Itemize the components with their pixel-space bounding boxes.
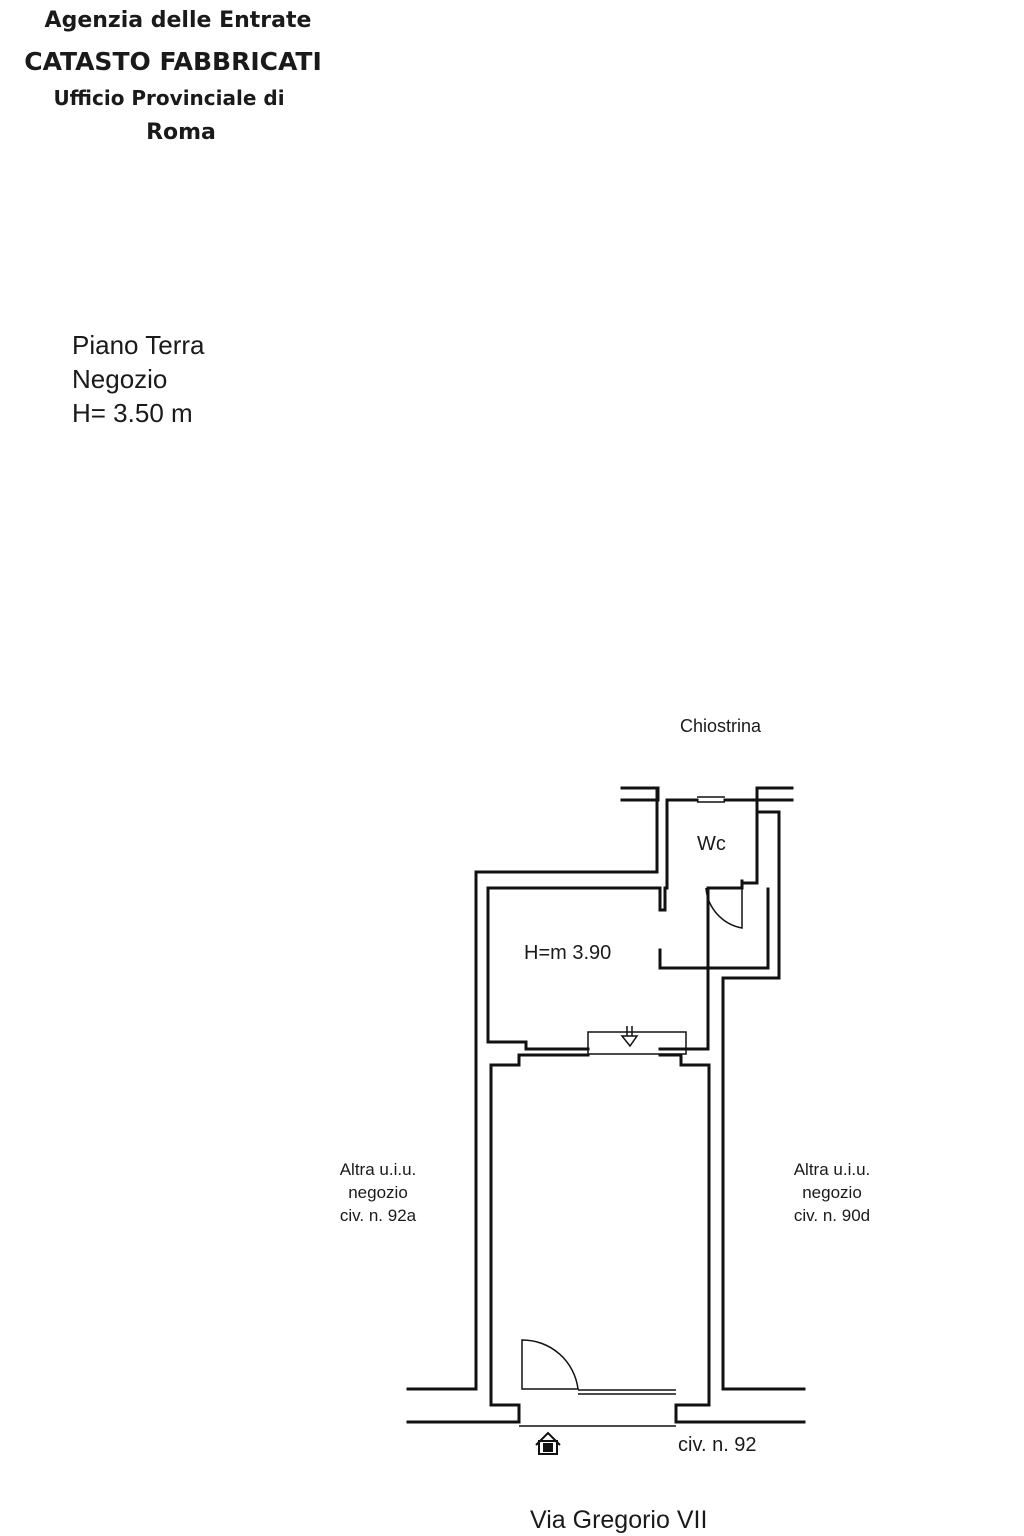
courtyard-wall-right bbox=[755, 786, 794, 802]
back-room-wall bbox=[486, 798, 699, 1051]
outer-wall-right bbox=[721, 786, 806, 1391]
wc-label: Wc bbox=[697, 833, 726, 855]
passage-opening bbox=[587, 1031, 687, 1055]
height-label: H= 3.50 m bbox=[72, 398, 193, 428]
shop-wall-right bbox=[658, 1053, 711, 1424]
right-neighbor-line-2: negozio bbox=[802, 1183, 862, 1202]
courtyard-label: Chiostrina bbox=[680, 716, 762, 736]
use-label: Negozio bbox=[72, 364, 168, 394]
right-neighbor-label: Altra u.i.u. negozio civ. n. 90d bbox=[772, 1158, 892, 1227]
back-room-wall-right bbox=[658, 879, 744, 1051]
left-neighbor-line-1: Altra u.i.u. bbox=[339, 1160, 417, 1179]
city-title: Roma bbox=[146, 120, 216, 145]
floor-drain-symbol bbox=[620, 1035, 639, 1048]
agency-title: Agenzia delle Entrate bbox=[44, 8, 312, 33]
registry-title: CATASTO FABBRICATI bbox=[24, 47, 322, 76]
right-neighbor-line-1: Altra u.i.u. bbox=[793, 1160, 871, 1179]
partition-stub bbox=[658, 887, 770, 970]
left-neighbor-label: Altra u.i.u. negozio civ. n. 92a bbox=[318, 1158, 438, 1227]
right-neighbor-line-3: civ. n. 90d bbox=[793, 1206, 871, 1225]
wc-door-swing bbox=[705, 884, 743, 929]
entrance-marker-icon bbox=[535, 1431, 561, 1455]
wc-wall-right bbox=[723, 798, 759, 885]
floor-label: Piano Terra bbox=[72, 330, 205, 360]
back-room-height-label: H=m 3.90 bbox=[524, 942, 612, 964]
courtyard-wall-left bbox=[620, 786, 660, 802]
left-neighbor-line-3: civ. n. 92a bbox=[339, 1206, 417, 1225]
outer-wall-left bbox=[406, 786, 659, 1391]
street-name-label: Via Gregorio VII bbox=[530, 1506, 708, 1534]
shop-wall-left bbox=[489, 1053, 590, 1424]
entrance-number-label: civ. n. 92 bbox=[678, 1434, 757, 1456]
office-title: Ufficio Provinciale di bbox=[53, 86, 285, 110]
entrance-door-swing bbox=[521, 1339, 579, 1390]
left-neighbor-line-2: negozio bbox=[348, 1183, 408, 1202]
